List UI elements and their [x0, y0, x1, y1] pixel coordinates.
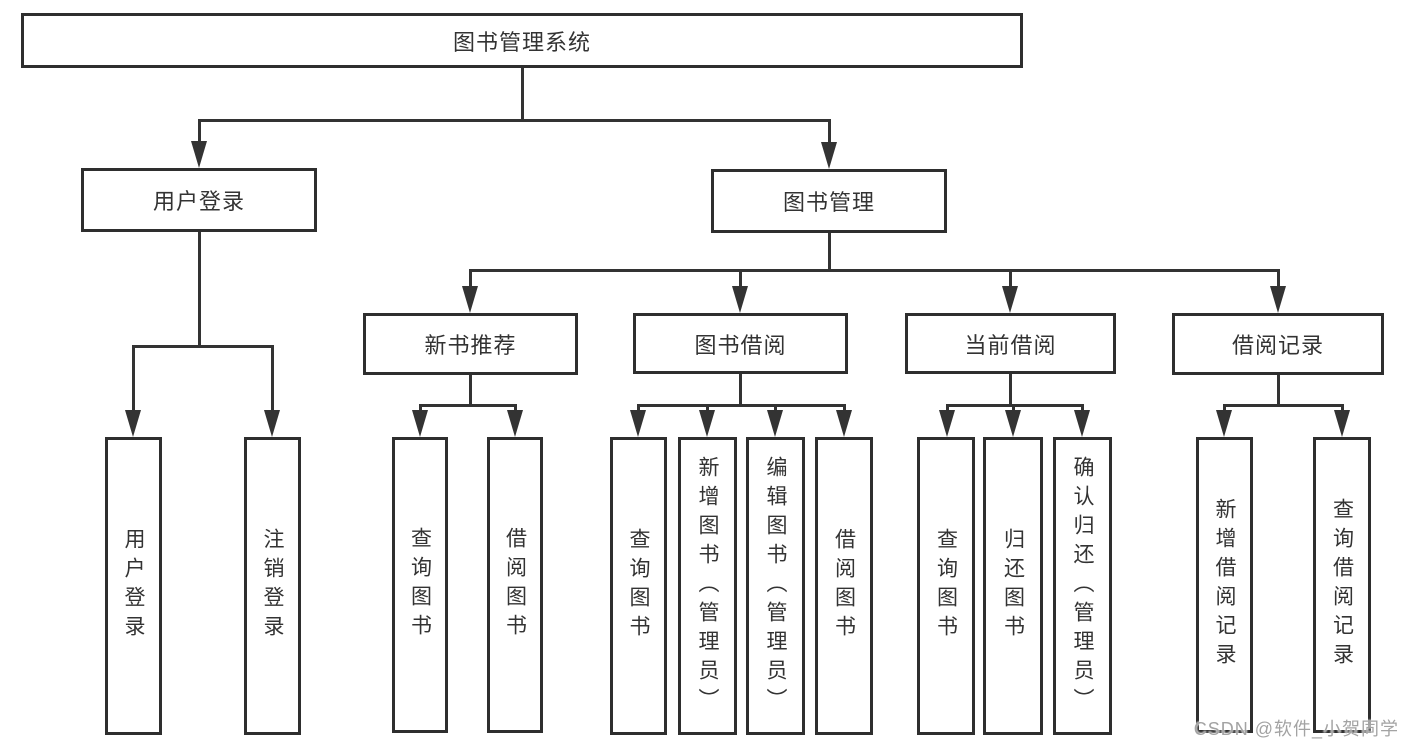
connector-stem [738, 374, 742, 406]
node-label: 确认归还（管理员） [1071, 455, 1094, 717]
node-leaf-add-book-admin: 新增图书（管理员） [678, 437, 737, 735]
connector-bar [131, 344, 274, 348]
arrow-down-icon [767, 410, 783, 437]
node-label: 图书管理系统 [452, 29, 591, 55]
node-label: 图书借阅 [694, 332, 787, 358]
connector-arrow-shaft [738, 270, 742, 291]
node-label: 查询借阅记录 [1330, 498, 1354, 672]
connector-stem [1008, 374, 1012, 406]
node-leaf-add-record: 新增借阅记录 [1196, 437, 1253, 733]
arrow-down-icon [462, 286, 478, 313]
node-book-management: 图书管理 [711, 169, 947, 233]
node-label: 用户登录 [152, 189, 245, 214]
connector-arrow-shaft [468, 270, 472, 291]
arrow-down-icon [191, 141, 207, 168]
node-current-borrowing: 当前借阅 [905, 313, 1116, 374]
arrow-down-icon [1002, 286, 1018, 313]
node-label: 用户登录 [122, 528, 145, 644]
node-label: 查询图书 [408, 527, 432, 643]
arrow-down-icon [1270, 286, 1286, 313]
connector-stem [827, 233, 831, 271]
arrow-down-icon [1005, 410, 1021, 437]
arrow-down-icon [1334, 410, 1350, 437]
node-borrowing-records: 借阅记录 [1172, 313, 1384, 375]
node-leaf-borrow-books-1: 借阅图书 [487, 437, 543, 733]
node-leaf-edit-book-admin: 编辑图书（管理员） [746, 437, 805, 735]
node-label: 图书管理 [782, 190, 875, 215]
arrow-down-icon [1074, 410, 1090, 437]
connector-stem [197, 232, 201, 347]
arrow-down-icon [821, 142, 837, 169]
arrow-down-icon [699, 410, 715, 437]
connector-arrow-shaft [270, 346, 274, 415]
node-label: 借阅图书 [832, 528, 856, 644]
connector-arrow-shaft [1008, 270, 1012, 291]
node-root: 图书管理系统 [21, 13, 1023, 68]
connector-bar [1222, 403, 1344, 407]
node-label: 查询图书 [627, 528, 650, 644]
node-leaf-query-books-1: 查询图书 [392, 437, 448, 733]
node-book-borrowing: 图书借阅 [633, 313, 848, 374]
arrow-down-icon [939, 410, 955, 437]
connector-arrow-shaft [827, 120, 831, 147]
arrow-down-icon [125, 410, 141, 437]
connector-bar [197, 118, 831, 122]
arrow-down-icon [264, 410, 280, 437]
node-label: 查询图书 [934, 528, 958, 644]
connector-arrow-shaft [131, 346, 135, 415]
node-label: 借阅记录 [1231, 333, 1324, 358]
node-label: 当前借阅 [964, 332, 1057, 358]
arrow-down-icon [507, 410, 523, 437]
node-leaf-query-books-2: 查询图书 [610, 437, 667, 735]
watermark: CSDN @软件_小贺同学 [1193, 719, 1399, 739]
node-label: 新增图书（管理员） [696, 455, 719, 717]
connector-bar [418, 403, 517, 407]
connector-stem [520, 68, 524, 121]
node-label: 归还图书 [1001, 528, 1025, 644]
connector-bar [636, 403, 846, 407]
node-leaf-logout: 注销登录 [244, 437, 301, 735]
node-new-book-recommend: 新书推荐 [363, 313, 578, 375]
connector-bar [468, 268, 1280, 272]
node-label: 借阅图书 [503, 527, 527, 643]
node-leaf-query-record: 查询借阅记录 [1313, 437, 1371, 733]
node-label: 新书推荐 [424, 333, 517, 358]
connector-stem [468, 375, 472, 406]
arrow-down-icon [630, 410, 646, 437]
arrow-down-icon [412, 410, 428, 437]
node-label: 新增借阅记录 [1213, 498, 1236, 672]
node-leaf-borrow-books-2: 借阅图书 [815, 437, 873, 735]
arrow-down-icon [1216, 410, 1232, 437]
connector-stem [1276, 375, 1280, 406]
node-leaf-user-login: 用户登录 [105, 437, 162, 735]
connector-arrow-shaft [1276, 270, 1280, 291]
node-leaf-confirm-return: 确认归还（管理员） [1053, 437, 1112, 735]
node-user-login: 用户登录 [81, 168, 317, 232]
node-leaf-return-books: 归还图书 [983, 437, 1043, 735]
node-label: 注销登录 [261, 528, 284, 644]
node-leaf-query-books-3: 查询图书 [917, 437, 975, 735]
arrow-down-icon [732, 286, 748, 313]
connector-arrow-shaft [197, 120, 201, 146]
connector-bar [945, 403, 1084, 407]
node-label: 编辑图书（管理员） [764, 455, 787, 717]
arrow-down-icon [836, 410, 852, 437]
